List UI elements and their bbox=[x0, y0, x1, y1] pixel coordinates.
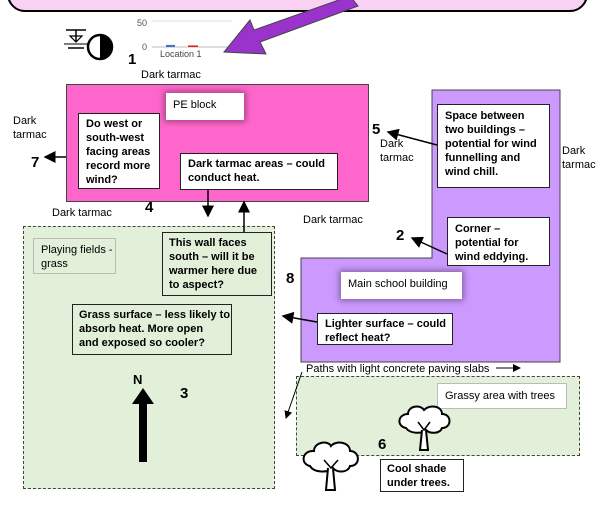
location-number-4: 4 bbox=[145, 199, 154, 216]
chart-tick-top: 50 bbox=[137, 18, 148, 28]
label-paths: Paths with light concrete paving slabs bbox=[306, 363, 490, 375]
location-number-7: 7 bbox=[31, 154, 40, 171]
note-grass-surface: Grass surface – less likely to absorb he… bbox=[72, 304, 232, 355]
location-number-5: 5 bbox=[372, 121, 381, 138]
label-dark-tarmac-mid-left: Dark tarmac bbox=[52, 207, 112, 219]
location-number-6: 6 bbox=[378, 436, 387, 453]
playing-fields-label: Playing fields - grass bbox=[33, 238, 116, 274]
note-dark-tarmac-heat: Dark tarmac areas – could conduct heat. bbox=[180, 153, 338, 190]
chart-tick-bottom: 0 bbox=[142, 42, 148, 52]
weather-station-icon bbox=[64, 29, 88, 49]
tree-icon bbox=[302, 441, 359, 491]
label-dark-tarmac-center: Dark tarmac bbox=[303, 214, 363, 226]
half-shaded-circle-icon bbox=[86, 33, 114, 61]
location-number-1: 1 bbox=[128, 51, 137, 68]
location-number-3: 3 bbox=[180, 385, 189, 402]
chart-category-label: Location 1 bbox=[160, 49, 202, 59]
north-label: N bbox=[133, 372, 143, 387]
chart-bar-series-1 bbox=[166, 44, 175, 47]
label-dark-tarmac-5: Dark tarmac bbox=[380, 138, 414, 164]
main-school-label: Main school building bbox=[341, 272, 462, 299]
grassy-area-label: Grassy area with trees bbox=[437, 383, 567, 409]
north-arrow-icon bbox=[132, 388, 154, 462]
note-lighter-surface: Lighter surface – could reflect heat? bbox=[317, 313, 453, 345]
pe-block-label: PE block bbox=[166, 93, 244, 120]
location-number-2: 2 bbox=[396, 227, 405, 244]
tree-icon bbox=[398, 405, 451, 451]
note-cool-shade: Cool shade under trees. bbox=[380, 459, 464, 492]
purple-pointer-arrow-icon bbox=[222, 0, 359, 55]
note-wall-south: This wall faces south – will it be warme… bbox=[162, 232, 272, 296]
chart-bar-series-2 bbox=[188, 45, 198, 47]
note-west-facing: Do west or south-west facing areas recor… bbox=[78, 113, 160, 189]
label-dark-tarmac-left: Dark tarmac bbox=[13, 115, 47, 141]
label-dark-tarmac-top: Dark tarmac bbox=[141, 69, 201, 81]
label-dark-tarmac-right: Dark tarmac bbox=[562, 145, 596, 171]
location-number-8: 8 bbox=[286, 270, 295, 287]
note-space-between: Space between two buildings – potential … bbox=[437, 104, 550, 188]
mini-bar-chart bbox=[152, 20, 232, 48]
note-corner: Corner – potential for wind eddying. bbox=[447, 217, 550, 266]
